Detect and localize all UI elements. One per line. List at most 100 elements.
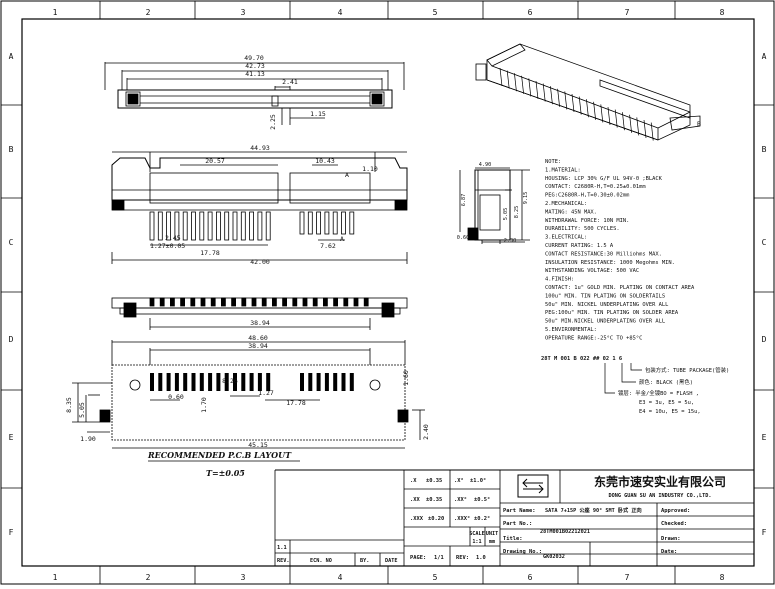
dim-label: 8.25 (514, 206, 520, 219)
col-label: 4 (338, 573, 343, 582)
note-line: 4.FINISH: (545, 277, 574, 283)
rev-number: 1.0 (476, 555, 486, 561)
contact-pin (332, 211, 338, 235)
dim-label: 5.05 (78, 402, 86, 418)
col-label: 5 (433, 8, 438, 17)
contact-pin (215, 211, 221, 241)
pcb-pad (199, 373, 204, 391)
top-view (104, 62, 405, 125)
row-label: D (762, 335, 767, 344)
iso-tooth (550, 86, 553, 105)
col-label: 6 (528, 8, 533, 17)
pcb-pad (224, 373, 229, 391)
dim-label: 1.90 (80, 435, 96, 443)
solder-tail (271, 297, 277, 307)
pcb-pad (150, 373, 154, 391)
dim-label: 4.90 (479, 162, 492, 168)
dim-label: 48.60 (248, 334, 268, 342)
note-line: NOTE: (545, 159, 561, 165)
isometric-view (475, 43, 701, 141)
dim-label: 1.27 (258, 389, 274, 397)
note-line: 2.MECHANICAL: (545, 201, 587, 207)
dim-label: 45.15 (248, 441, 268, 449)
col-label: 2 (146, 8, 151, 17)
contact-pin (232, 211, 238, 241)
contact-pin (299, 211, 305, 235)
bottom-pins (149, 297, 369, 307)
by-header: BY. (360, 558, 369, 564)
tol-cell: .X° (454, 478, 464, 484)
drawing-no-label: Drawing No.: (503, 549, 542, 555)
row-label: C (9, 238, 14, 247)
contact-pin (182, 211, 188, 241)
note-line: CONTACT: 1u" GOLD MIN. PLATING ON CONTAC… (545, 285, 695, 291)
pcb-pad (233, 373, 237, 391)
pcb-pad (300, 373, 304, 391)
pcb-pad (257, 373, 262, 391)
col-label: 2 (146, 573, 151, 582)
note-line: 3.ELECTRICAL: (545, 235, 587, 241)
solder-tail (180, 297, 186, 307)
solder-tail (210, 297, 216, 307)
tol-cell: ±0.35 (426, 497, 442, 503)
pcb-pad (183, 373, 188, 391)
front-contact-pins (149, 211, 355, 241)
iso-tooth (636, 117, 640, 136)
solder-tail (241, 297, 247, 307)
title-block (274, 469, 754, 566)
pcb-pad (333, 373, 338, 391)
solder-tail (333, 297, 339, 307)
pcb-pad (308, 373, 313, 391)
dim-label: 0.60 (457, 235, 470, 241)
note-line: PEG:C2680R-H,T=0.30±0.02mm (545, 193, 629, 199)
pcb-pad (166, 373, 171, 391)
tol-cell: ±0.5° (474, 497, 490, 503)
pcb-layout (72, 340, 425, 449)
date-label: Date: (661, 549, 677, 555)
dim-label: 5.05 (503, 208, 509, 221)
col-label: 7 (625, 8, 630, 17)
tolerance-note: T=±0.05 (206, 468, 245, 478)
dim-label: 2.45 (165, 234, 181, 242)
date-header: DATE (385, 558, 398, 564)
legend-color: 颜色: BLACK (黑色) (639, 378, 693, 386)
rev-label: REV: (456, 555, 469, 561)
contact-pin (166, 211, 172, 241)
note-line: 50u" MIN.NICKEL UNDERPLATING OVER ALL (545, 319, 665, 325)
pcb-layout-title: RECOMMENDED P.C.B LAYOUT (147, 450, 292, 460)
iso-tooth (614, 109, 618, 128)
dim-label: 8.35 (65, 397, 73, 413)
pcb-pads (150, 373, 354, 391)
iso-tooth (557, 88, 560, 107)
note-line: 100u" MIN. TIN PLATING ON SOLDERTAILS (545, 293, 665, 299)
solder-tail (292, 297, 298, 307)
contact-pin (174, 211, 180, 241)
contact-pin (341, 211, 346, 235)
pcb-pad (316, 373, 321, 391)
contact-pin (265, 211, 271, 241)
solder-tail (231, 297, 237, 307)
iso-tooth (506, 70, 510, 89)
solder-tail (251, 297, 257, 307)
front-view (111, 151, 408, 264)
bottom-view (111, 297, 408, 330)
contact-pin (157, 211, 163, 241)
col-label: 3 (241, 8, 246, 17)
solder-tail (220, 297, 226, 307)
solder-tail (312, 297, 318, 307)
dim-label: 1.70 (200, 397, 208, 413)
part-no-value: 28TM001B02212021 (540, 529, 590, 535)
solder-tail (363, 297, 369, 307)
iso-tooth (622, 112, 625, 131)
tol-cell: .XXX° (454, 516, 470, 522)
tol-cell: ±0.35 (426, 478, 442, 484)
pcb-pad (266, 373, 271, 391)
dim-label: 17.78 (200, 249, 220, 257)
iso-tooth (535, 80, 539, 100)
iso-tooth (586, 99, 589, 118)
dim-label: 1.10 (362, 165, 378, 173)
approved-label: Approved: (661, 508, 690, 514)
solder-tail (200, 297, 206, 307)
